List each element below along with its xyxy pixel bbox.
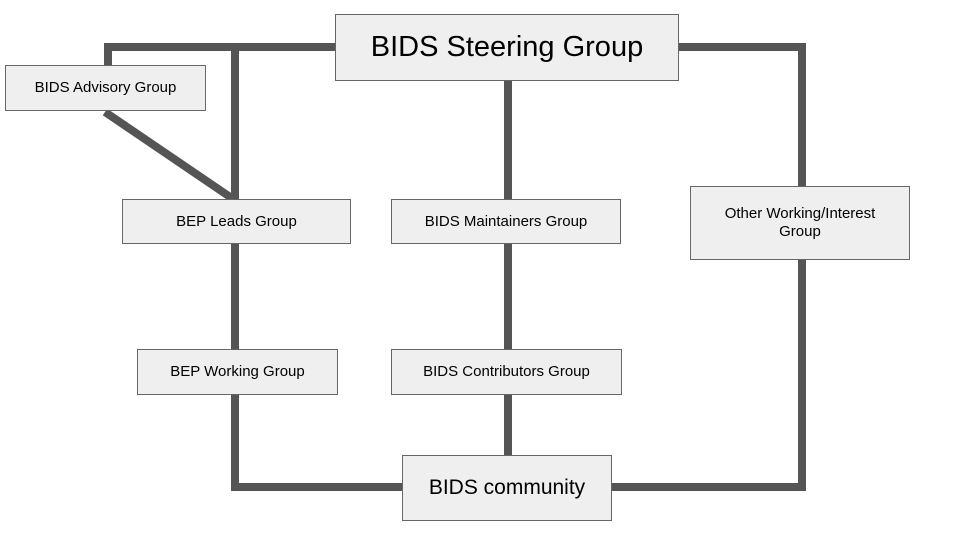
edge-bep-working-to-community [231,390,408,491]
node-label-bep-working: BEP Working Group [170,363,305,381]
edge-advisory-to-bep-leads [102,108,239,205]
node-bids-contributors-group[interactable]: BIDS Contributors Group [391,349,622,395]
edge-other-to-community [606,254,806,491]
node-label-maintainers: BIDS Maintainers Group [424,212,588,230]
node-bids-steering-group[interactable]: BIDS Steering Group [335,14,679,81]
node-bep-working-group[interactable]: BEP Working Group [137,349,338,395]
node-label-contributors: BIDS Contributors Group [423,363,590,381]
node-label-advisory: BIDS Advisory Group [34,79,177,97]
node-bids-maintainers-group[interactable]: BIDS Maintainers Group [391,199,621,244]
edge-steering-to-advisory [104,43,335,70]
node-label-community: BIDS community [428,475,586,499]
node-label-other-line2: Group [779,223,821,240]
node-bids-community[interactable]: BIDS community [402,455,612,521]
node-label-steering: BIDS Steering Group [370,31,644,64]
edge-steering-to-other [678,43,806,192]
node-bids-advisory-group[interactable]: BIDS Advisory Group [5,65,206,111]
node-label-other-line1: Other Working/Interest [724,205,876,223]
node-bep-leads-group[interactable]: BEP Leads Group [122,199,351,244]
node-label-bep-leads: BEP Leads Group [176,212,297,230]
